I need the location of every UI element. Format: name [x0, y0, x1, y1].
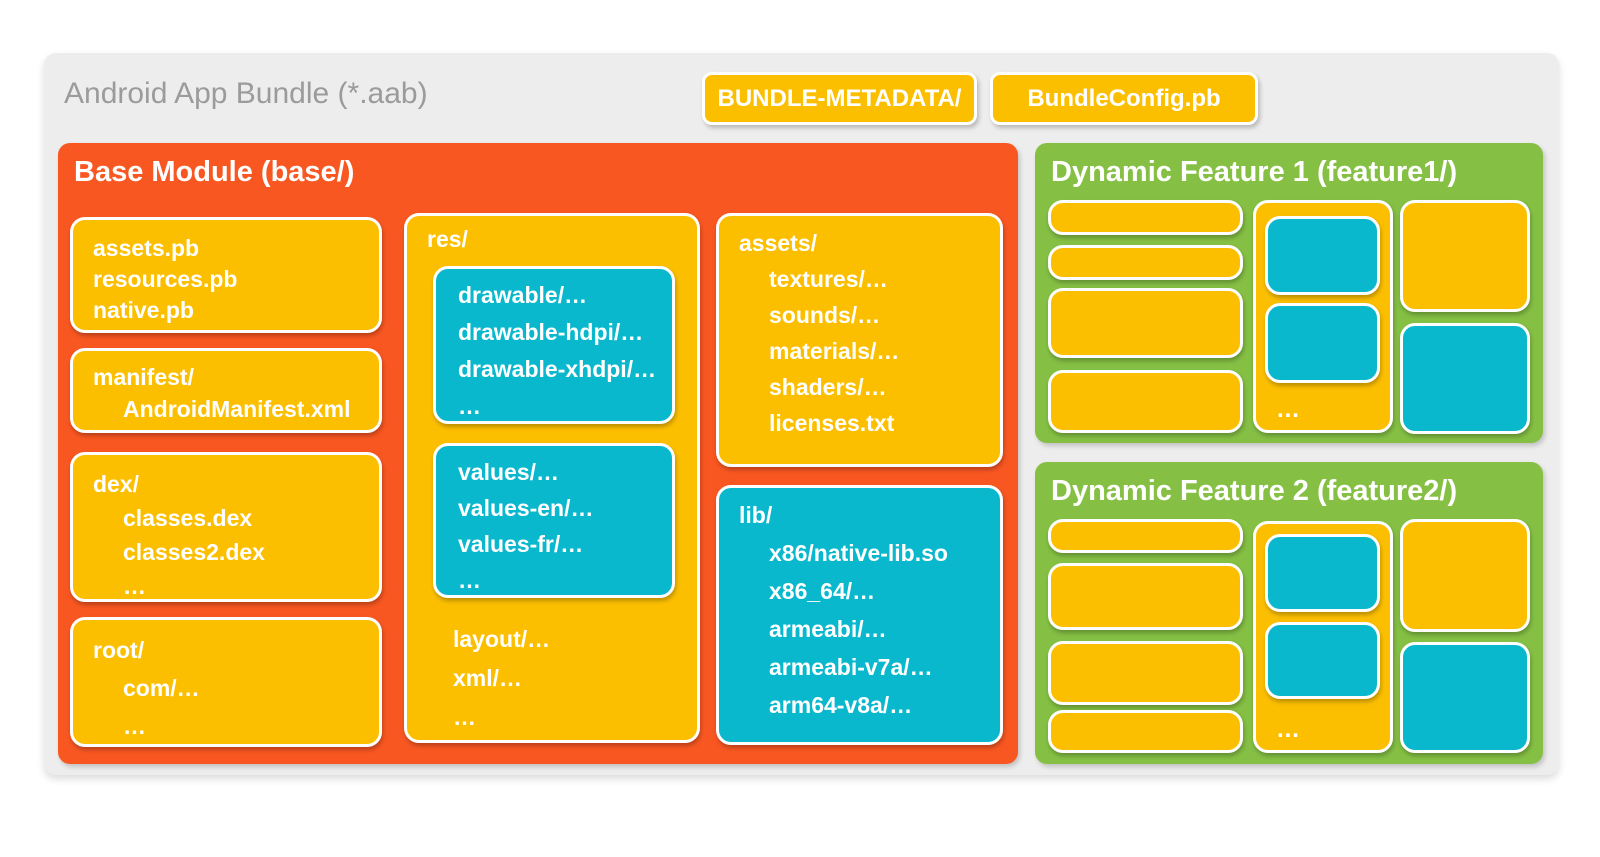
ellipsis-label: …: [1276, 396, 1302, 423]
folder-entry: assets/: [739, 230, 818, 256]
dex-box: dex/ classes.dex classes2.dex …: [70, 452, 382, 602]
bundle-title: Android App Bundle (*.aab): [64, 77, 428, 110]
folder-entry: values/…: [458, 459, 559, 485]
file-entry: classes.dex: [123, 505, 253, 531]
placeholder-file-box: [1265, 303, 1380, 383]
file-entry: …: [453, 704, 476, 730]
placeholder-file-box: [1048, 563, 1243, 630]
protos-box: assets.pb resources.pb native.pb: [70, 217, 382, 333]
bundle-config-badge: BundleConfig.pb: [990, 72, 1258, 125]
file-entry: resources.pb: [93, 266, 238, 292]
bundle-metadata-badge: BUNDLE-METADATA/: [702, 72, 977, 125]
drawable-box: drawable/… drawable-hdpi/… drawable-xhdp…: [433, 266, 675, 424]
lib-box: lib/ x86/native-lib.so x86_64/… armeabi/…: [716, 485, 1003, 745]
dynamic-feature-2-title: Dynamic Feature 2 (feature2/): [1051, 475, 1458, 507]
folder-entry: arm64-v8a/…: [769, 692, 913, 718]
folder-entry: values-fr/…: [458, 531, 584, 557]
placeholder-file-box: [1400, 519, 1530, 632]
folder-entry: root/: [93, 637, 145, 663]
manifest-box: manifest/ AndroidManifest.xml: [70, 348, 382, 433]
base-module-title: Base Module (base/): [74, 156, 355, 188]
folder-entry: sounds/…: [769, 302, 881, 328]
placeholder-file-box: [1400, 642, 1530, 753]
placeholder-file-box: [1265, 622, 1380, 699]
placeholder-file-bar: [1048, 519, 1243, 553]
folder-entry: layout/…: [453, 626, 551, 652]
res-box: res/ drawable/… drawable-hdpi/… drawable…: [404, 213, 700, 743]
placeholder-folder-box: …: [1253, 521, 1393, 753]
file-entry: …: [458, 567, 481, 593]
file-entry: x86/native-lib.so: [769, 540, 948, 566]
placeholder-file-box: [1048, 370, 1243, 433]
dynamic-feature-1: Dynamic Feature 1 (feature1/) …: [1035, 143, 1543, 443]
placeholder-file-bar: [1048, 245, 1243, 280]
folder-entry: lib/: [739, 502, 773, 528]
bundle-config-label: BundleConfig.pb: [1027, 84, 1221, 112]
folder-entry: x86_64/…: [769, 578, 876, 604]
placeholder-file-box: [1048, 288, 1243, 358]
file-entry: …: [458, 393, 481, 419]
placeholder-file-bar: [1048, 710, 1243, 753]
placeholder-file-box: [1400, 323, 1530, 434]
bundle-metadata-label: BUNDLE-METADATA/: [717, 84, 962, 112]
placeholder-folder-box: …: [1253, 200, 1393, 433]
file-entry: assets.pb: [93, 235, 200, 261]
folder-entry: values-en/…: [458, 495, 594, 521]
folder-entry: materials/…: [769, 338, 900, 364]
folder-entry: shaders/…: [769, 374, 887, 400]
folder-entry: com/…: [123, 675, 200, 701]
values-box: values/… values-en/… values-fr/… …: [433, 443, 675, 598]
folder-entry: armeabi/…: [769, 616, 887, 642]
file-entry: …: [123, 573, 146, 599]
folder-entry: drawable-xhdpi/…: [458, 356, 657, 382]
placeholder-file-box: [1048, 641, 1243, 705]
ellipsis-label: …: [1276, 716, 1302, 743]
assets-box: assets/ textures/… sounds/… materials/… …: [716, 213, 1003, 467]
placeholder-file-bar: [1048, 200, 1243, 235]
base-module: Base Module (base/) assets.pb resources.…: [58, 143, 1018, 764]
folder-entry: manifest/: [93, 364, 194, 390]
placeholder-file-box: [1265, 216, 1380, 295]
folder-entry: drawable/…: [458, 282, 588, 308]
file-entry: native.pb: [93, 297, 194, 323]
root-box: root/ com/… …: [70, 617, 382, 747]
file-entry: …: [123, 713, 146, 739]
res-extra-lines: layout/… xml/… …: [453, 620, 550, 737]
dynamic-feature-1-title: Dynamic Feature 1 (feature1/): [1051, 156, 1458, 188]
folder-entry: drawable-hdpi/…: [458, 319, 644, 345]
folder-entry: textures/…: [769, 266, 888, 292]
folder-entry: dex/: [93, 471, 140, 497]
placeholder-file-box: [1265, 534, 1380, 612]
file-entry: licenses.txt: [769, 410, 895, 436]
folder-entry: armeabi-v7a/…: [769, 654, 933, 680]
dynamic-feature-2: Dynamic Feature 2 (feature2/) …: [1035, 462, 1543, 764]
placeholder-file-box: [1400, 200, 1530, 312]
file-entry: classes2.dex: [123, 539, 265, 565]
app-bundle-container: Android App Bundle (*.aab) BUNDLE-METADA…: [44, 53, 1559, 775]
folder-entry: xml/…: [453, 665, 523, 691]
res-label: res/: [427, 226, 468, 252]
file-entry: AndroidManifest.xml: [123, 396, 351, 422]
